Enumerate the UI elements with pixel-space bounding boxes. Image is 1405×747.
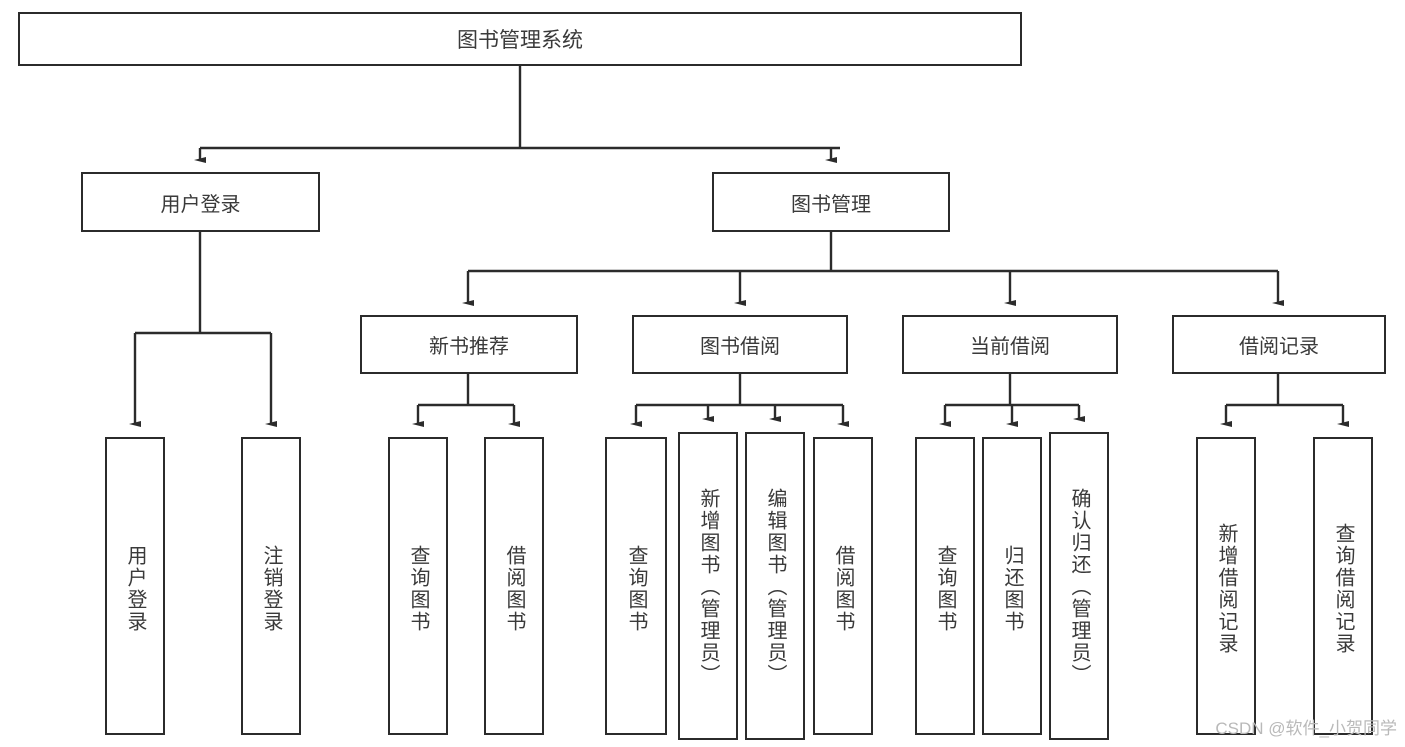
- node-leaf-borrow-book-1-label: 借阅图书: [503, 545, 525, 633]
- node-leaf-add-record-label: 新增借阅记录: [1215, 523, 1237, 655]
- node-leaf-add-record[interactable]: 新增借阅记录: [1196, 437, 1256, 735]
- node-leaf-borrow-book-1[interactable]: 借阅图书: [484, 437, 544, 735]
- node-leaf-query-book-1-label: 查询图书: [407, 545, 429, 633]
- watermark-text: CSDN @软件_小贺同学: [1215, 719, 1397, 738]
- node-leaf-logout-label: 注销登录: [260, 545, 282, 633]
- node-book-manage-label: 图书管理: [791, 193, 871, 216]
- node-leaf-edit-book[interactable]: 编辑图书（管理员）: [745, 432, 805, 740]
- node-new-book-rec[interactable]: 新书推荐: [360, 315, 578, 374]
- node-leaf-confirm-return-label: 确认归还（管理员）: [1068, 488, 1090, 686]
- node-book-manage[interactable]: 图书管理: [712, 172, 950, 232]
- node-leaf-confirm-return[interactable]: 确认归还（管理员）: [1049, 432, 1109, 740]
- node-user-login[interactable]: 用户登录: [81, 172, 320, 232]
- node-root[interactable]: 图书管理系统: [18, 12, 1022, 66]
- user-login-connectors: [129, 232, 277, 427]
- node-leaf-query-book-1[interactable]: 查询图书: [388, 437, 448, 735]
- node-borrow-record[interactable]: 借阅记录: [1172, 315, 1386, 374]
- node-leaf-query-record-label: 查询借阅记录: [1332, 523, 1354, 655]
- node-leaf-borrow-book-2-label: 借阅图书: [832, 545, 854, 633]
- node-leaf-query-book-3[interactable]: 查询图书: [915, 437, 975, 735]
- borrow-record-connectors: [1220, 374, 1349, 427]
- node-leaf-return-book-label: 归还图书: [1001, 545, 1023, 633]
- node-leaf-query-book-2[interactable]: 查询图书: [605, 437, 667, 735]
- node-leaf-borrow-book-2[interactable]: 借阅图书: [813, 437, 873, 735]
- book-manage-connectors: [462, 232, 1284, 306]
- node-leaf-query-book-3-label: 查询图书: [934, 545, 956, 633]
- node-user-login-label: 用户登录: [160, 193, 241, 216]
- node-book-borrow-label: 图书借阅: [700, 336, 780, 358]
- book-borrow-connectors: [630, 374, 849, 427]
- node-leaf-add-book[interactable]: 新增图书（管理员）: [678, 432, 738, 740]
- node-leaf-user-login-label: 用户登录: [124, 545, 146, 633]
- node-root-label: 图书管理系统: [457, 29, 583, 52]
- node-leaf-query-book-2-label: 查询图书: [625, 545, 647, 633]
- root-to-level2-connectors: [194, 66, 840, 163]
- node-book-borrow[interactable]: 图书借阅: [632, 315, 848, 374]
- node-leaf-return-book[interactable]: 归还图书: [982, 437, 1042, 735]
- node-current-borrow-label: 当前借阅: [970, 336, 1050, 358]
- node-leaf-edit-book-label: 编辑图书（管理员）: [764, 488, 786, 686]
- node-leaf-logout[interactable]: 注销登录: [241, 437, 301, 735]
- new-book-rec-connectors: [412, 374, 520, 427]
- node-new-book-rec-label: 新书推荐: [429, 336, 509, 358]
- node-leaf-add-book-label: 新增图书（管理员）: [697, 488, 719, 686]
- node-leaf-query-record[interactable]: 查询借阅记录: [1313, 437, 1373, 735]
- node-current-borrow[interactable]: 当前借阅: [902, 315, 1118, 374]
- node-leaf-user-login[interactable]: 用户登录: [105, 437, 165, 735]
- current-borrow-connectors: [939, 374, 1085, 427]
- node-borrow-record-label: 借阅记录: [1239, 336, 1319, 358]
